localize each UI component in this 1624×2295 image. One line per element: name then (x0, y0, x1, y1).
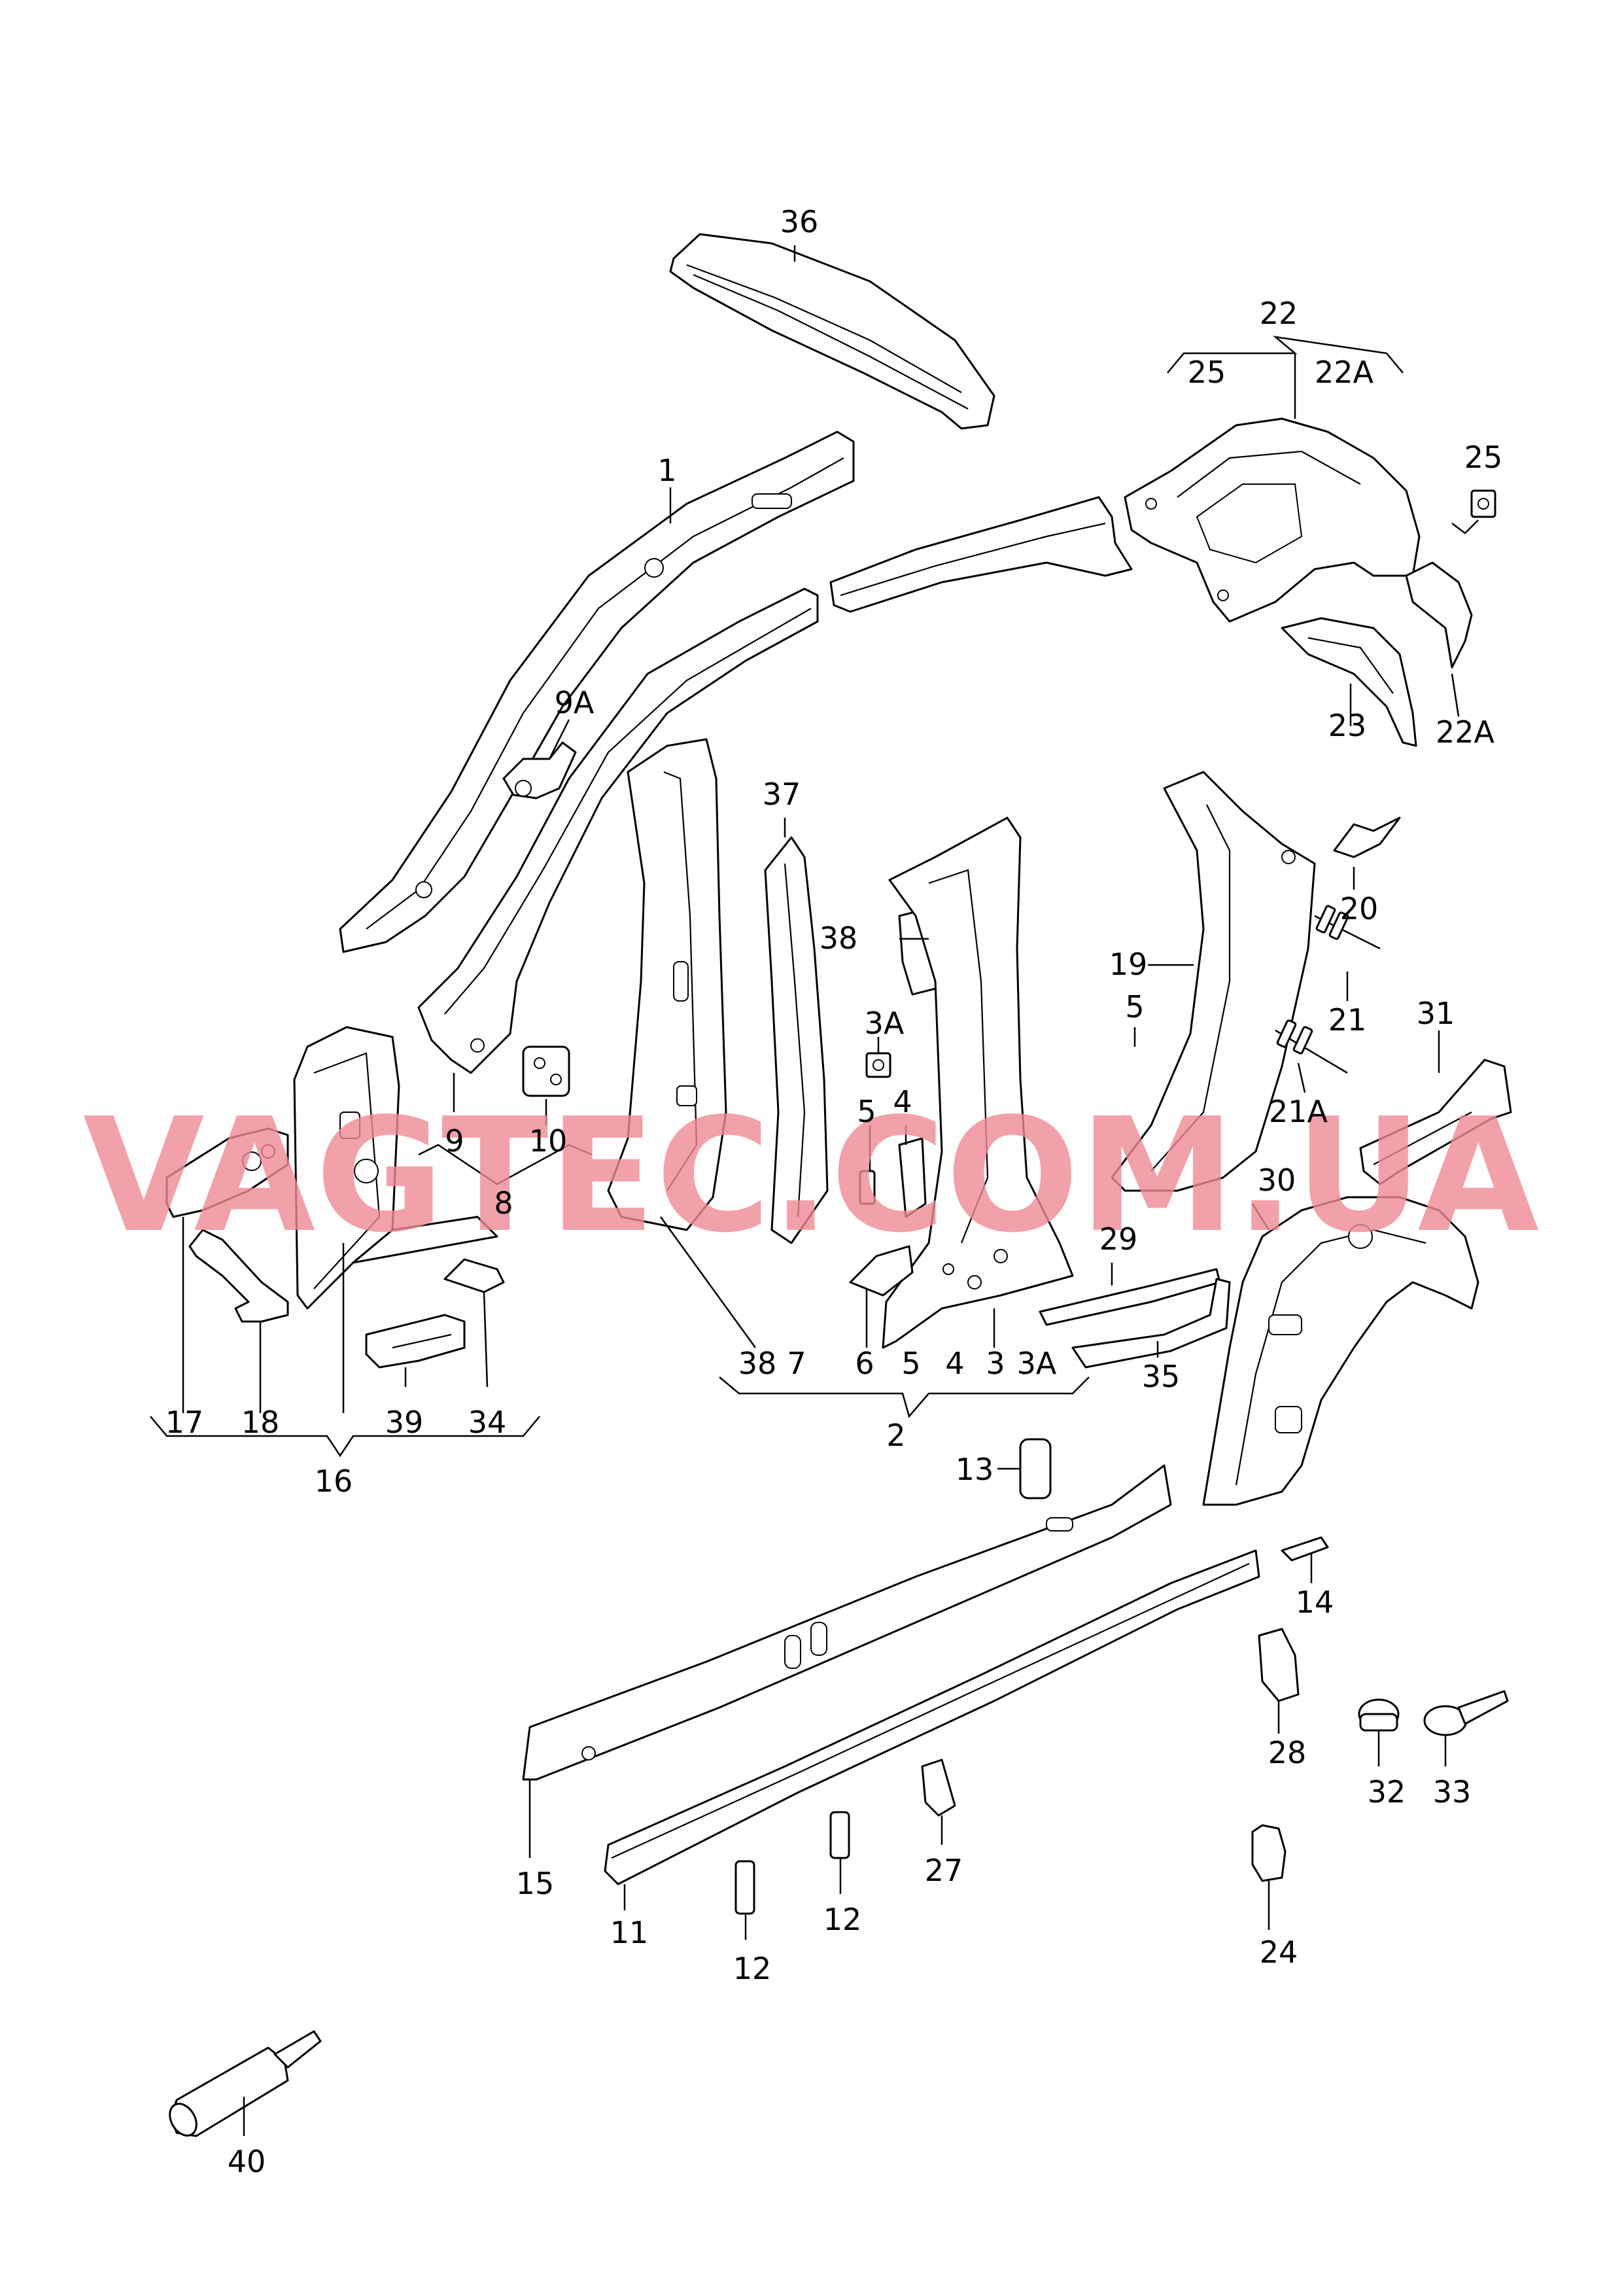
label-18: 18 (241, 1405, 280, 1440)
label-16: 16 (315, 1463, 353, 1499)
label-27: 27 (925, 1853, 963, 1888)
part-9a-bracket (502, 741, 577, 799)
part-13-plug (1019, 1438, 1052, 1499)
label-5-bottom: 5 (901, 1346, 920, 1381)
part-23-wheelhouse-panel (1281, 617, 1417, 747)
label-23: 23 (1328, 708, 1367, 743)
label-5-right: 5 (1125, 989, 1144, 1025)
label-38-bottom: 38 (738, 1346, 777, 1381)
label-22a-top: 22A (1315, 355, 1374, 390)
part-30-wheelhouse (1202, 1196, 1479, 1506)
label-22a: 22A (1436, 714, 1495, 750)
label-34: 34 (468, 1405, 507, 1440)
part-4-bracket (898, 1137, 927, 1218)
part-roof-rail-rear (829, 496, 1133, 613)
watermark: VAGTEC.COM.UA (83, 1084, 1539, 1267)
label-3a-bottom: 3A (1017, 1346, 1057, 1381)
label-12-right: 12 (823, 1902, 862, 1937)
part-16-hinge-pillar (293, 1026, 498, 1310)
label-11: 11 (610, 1915, 649, 1950)
part-15-inner-sill (522, 1464, 1172, 1781)
part-25-nut (1470, 489, 1496, 518)
label-20: 20 (1340, 891, 1379, 926)
part-20-clip (1333, 816, 1401, 858)
label-8: 8 (494, 1185, 513, 1221)
part-3a-nut (865, 1052, 891, 1078)
label-24: 24 (1260, 1935, 1298, 1970)
part-39-support (365, 1314, 466, 1369)
label-22: 22 (1260, 296, 1298, 331)
part-19-c-pillar (1111, 771, 1316, 1192)
label-13: 13 (956, 1452, 994, 1487)
part-14-clip (1281, 1536, 1329, 1562)
part-33-expanding-clip (1423, 1690, 1509, 1736)
label-30: 30 (1258, 1163, 1296, 1198)
part-3-b-pillar-outer (882, 816, 1074, 1349)
part-34-bracket (443, 1258, 505, 1293)
part-40-adhesive-tube (169, 2030, 322, 2137)
part-21-stud (1314, 905, 1381, 950)
label-12-left: 12 (733, 1951, 772, 1986)
label-35: 35 (1142, 1359, 1181, 1394)
part-1-roof-frame (339, 430, 855, 953)
part-5-clip-a (859, 1170, 876, 1205)
label-9: 9 (445, 1123, 464, 1159)
label-3: 3 (986, 1346, 1005, 1381)
label-4-top: 4 (893, 1084, 912, 1119)
callout-labels: 36 22 25 22A 25 1 9A 23 22A 37 38 3A 5 4… (165, 204, 1503, 2179)
part-18-bracket (188, 1229, 289, 1323)
part-28-retainer (1258, 1628, 1300, 1702)
part-21a-stud (1275, 1019, 1348, 1074)
part-31-reinforcement (1359, 1059, 1512, 1185)
label-29: 29 (1099, 1221, 1138, 1257)
part-11-outer-sill (604, 1549, 1260, 1885)
part-27-retainer (921, 1759, 956, 1817)
label-10: 10 (529, 1123, 568, 1159)
part-22-rear-panel (1124, 417, 1421, 623)
label-6: 6 (855, 1346, 874, 1381)
label-7: 7 (787, 1346, 806, 1381)
label-32: 32 (1368, 1774, 1406, 1810)
part-12-clip-a (829, 1811, 850, 1859)
label-40: 40 (228, 2144, 266, 2179)
label-21: 21 (1328, 1002, 1367, 1038)
label-39: 39 (385, 1405, 424, 1440)
label-38-top: 38 (820, 920, 858, 956)
part-7-b-pillar-inner (607, 738, 727, 1231)
part-36-roof-crossmember (669, 233, 995, 430)
label-28: 28 (1268, 1735, 1307, 1770)
part-9-inner-a-pillar (417, 587, 819, 1074)
label-4-bottom: 4 (945, 1346, 964, 1381)
part-32-plug (1358, 1698, 1400, 1732)
part-12-clip-b (734, 1860, 755, 1915)
label-19: 19 (1109, 947, 1148, 982)
part-17-bracket (165, 1127, 289, 1218)
label-14: 14 (1296, 1585, 1334, 1620)
label-3a-top: 3A (865, 1006, 905, 1041)
part-35-strip (1071, 1278, 1231, 1369)
label-15: 15 (516, 1866, 555, 1901)
label-33: 33 (1433, 1774, 1472, 1810)
label-36: 36 (780, 204, 819, 239)
label-2: 2 (886, 1418, 905, 1453)
label-25-top: 25 (1188, 355, 1226, 390)
part-6-patch (849, 1245, 914, 1297)
leader-lines (150, 245, 1479, 2136)
label-31: 31 (1417, 996, 1455, 1031)
label-17: 17 (165, 1405, 204, 1440)
part-10-plate (522, 1045, 570, 1097)
label-9a: 9A (555, 685, 595, 720)
label-5-left: 5 (857, 1094, 876, 1129)
label-21a: 21A (1269, 1094, 1328, 1129)
label-25: 25 (1464, 440, 1503, 475)
part-24-plug (1251, 1824, 1287, 1882)
label-37: 37 (763, 777, 801, 812)
part-37-reinforcement (764, 836, 829, 1244)
part-22a-bracket (1405, 561, 1473, 669)
label-1: 1 (657, 453, 676, 488)
